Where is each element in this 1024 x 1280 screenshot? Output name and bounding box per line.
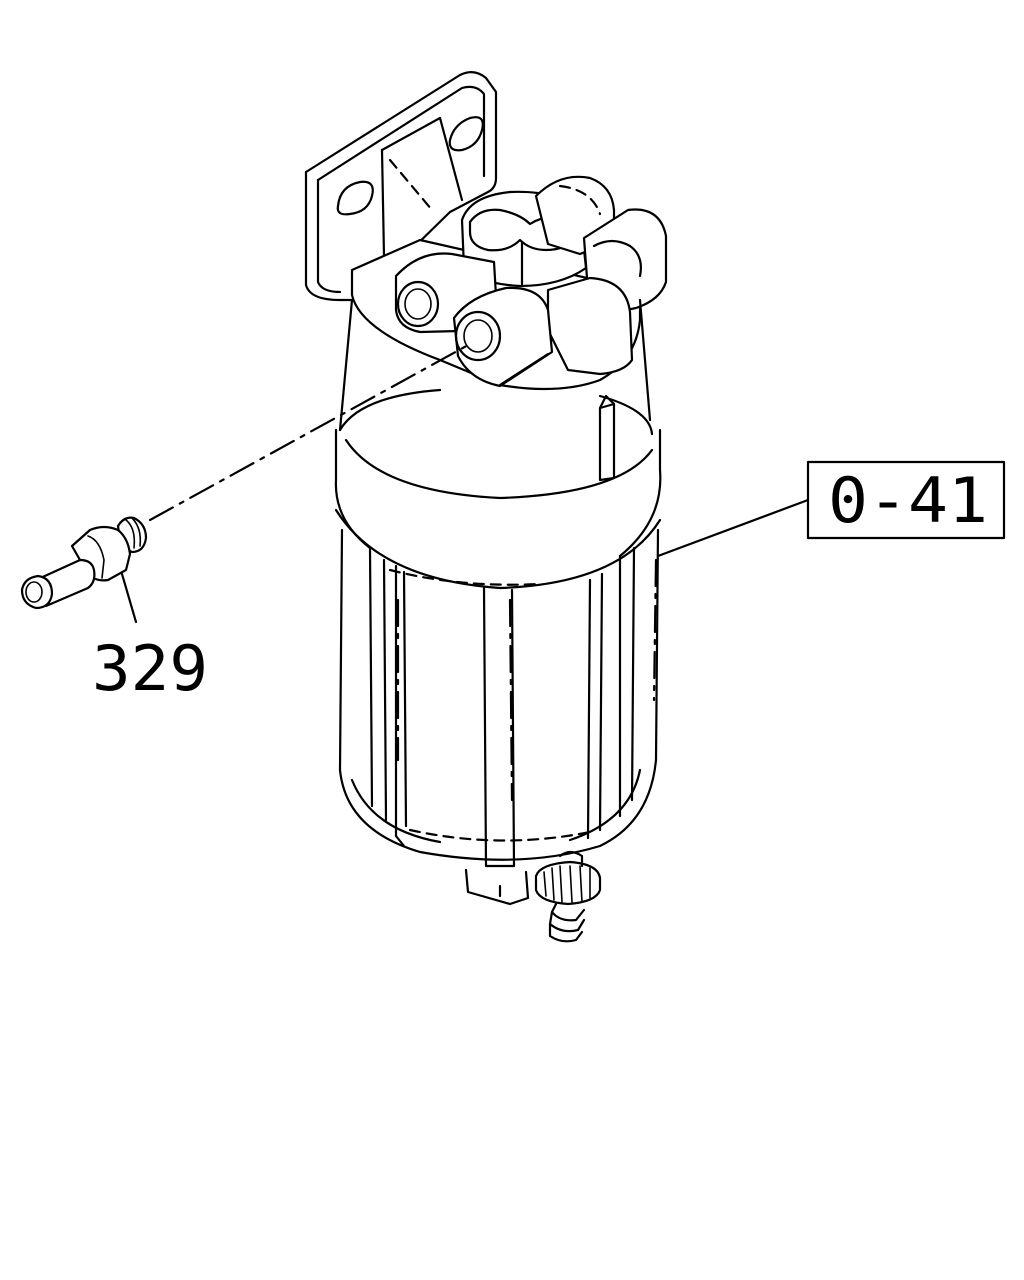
callout-leader-329 <box>120 572 138 624</box>
callout-box-0-41 <box>806 460 1006 540</box>
assembly-leader-line <box>148 342 472 522</box>
mount-slot-right <box>448 116 484 152</box>
filter-bowl <box>334 298 662 906</box>
fitting-329 <box>20 342 472 624</box>
mount-slot-left <box>336 180 374 216</box>
reference-callout-0-41 <box>656 460 1006 558</box>
filter-head <box>350 175 668 391</box>
callout-label-0-41: 0-41 <box>828 464 988 537</box>
callout-label-329: 329 <box>92 632 208 705</box>
drain-plug <box>534 850 602 943</box>
mounting-bracket <box>304 71 498 302</box>
callout-leader-0-41 <box>656 498 810 558</box>
